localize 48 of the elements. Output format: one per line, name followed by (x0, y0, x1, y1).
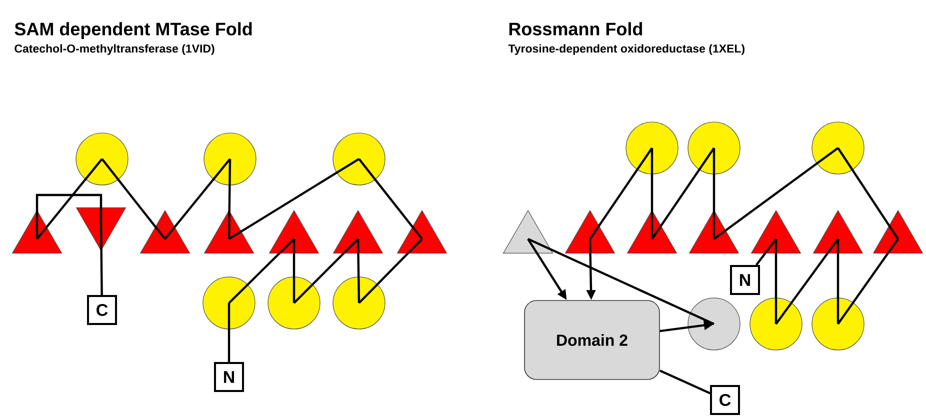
panel-title: SAM dependent MTase Fold (14, 22, 252, 39)
connector-line (775, 238, 839, 325)
connector-line (755, 238, 777, 266)
terminus-box: C (710, 384, 740, 415)
connector-line (228, 238, 295, 304)
connector-line (651, 147, 715, 240)
helix-circle (202, 276, 256, 330)
connector-line (164, 158, 231, 240)
connector-line (356, 238, 360, 303)
connector-line (774, 239, 778, 324)
helix-circle (76, 132, 128, 186)
helix-circle (812, 298, 864, 350)
domain-box: Domain 2 (524, 300, 660, 380)
connector-line (293, 238, 359, 304)
connector-line (228, 158, 360, 240)
connector-line (36, 158, 103, 240)
connector-line (837, 238, 899, 325)
connector-line (292, 239, 296, 303)
connector-line (837, 147, 899, 240)
helix-circle (332, 132, 386, 186)
panel-title: Rossmann Fold (509, 22, 642, 36)
connector-line (713, 147, 839, 240)
panel-subtitle: Tyrosine-dependent oxidoreductase (1XEL) (508, 44, 744, 55)
panel-subtitle: Catechol-O-methyltransferase (1VID) (14, 44, 214, 55)
helix-circle (812, 122, 864, 174)
connector-line (36, 194, 102, 239)
helix-circle (750, 298, 802, 350)
helix-circle (332, 276, 386, 330)
terminus-box: N (214, 362, 244, 392)
connector-line (100, 222, 103, 295)
connector-line (712, 148, 716, 239)
connector-line (228, 302, 230, 362)
helix-circle (204, 132, 256, 186)
connector-line (358, 158, 423, 240)
connector-line (650, 148, 654, 239)
terminus-box: C (87, 294, 117, 325)
connector-line (836, 239, 840, 324)
connector-line (659, 370, 710, 394)
connector-line (358, 238, 423, 304)
connector-line (228, 158, 232, 239)
helix-circle (626, 122, 678, 174)
connector-line (101, 158, 166, 240)
connector-line (589, 147, 653, 240)
helix-circle (688, 298, 740, 350)
helix-circle (688, 122, 740, 174)
helix-circle (268, 276, 320, 330)
connector-line (528, 238, 714, 325)
terminus-box: N (730, 264, 760, 295)
